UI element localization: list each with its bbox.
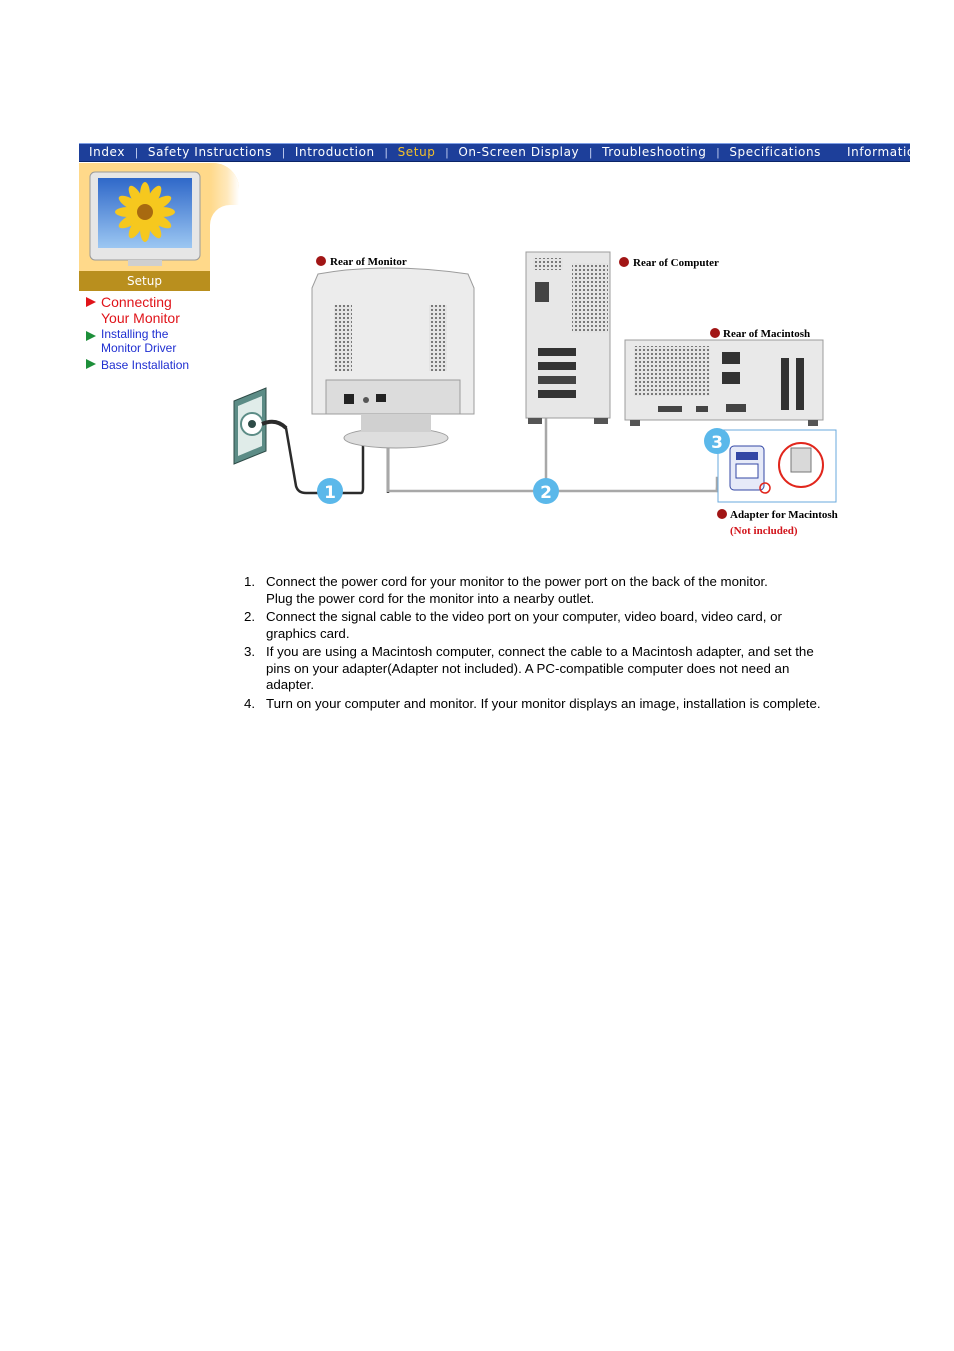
menu-item-label-line: Monitor Driver [101, 341, 216, 355]
monitor-rear-image [312, 268, 474, 448]
sidebar-item-base-installation[interactable]: Base Installation [86, 358, 216, 372]
step-badge-number: 2 [540, 483, 552, 503]
instruction-text: graphics card. [266, 626, 894, 643]
instruction-text: Plug the power cord for the monitor into… [266, 591, 894, 608]
step-badge-number: 3 [711, 433, 723, 453]
instruction-item: 1. Connect the power cord for your monit… [244, 574, 894, 607]
setup-instructions-list: 1. Connect the power cord for your monit… [244, 574, 894, 714]
wall-outlet-image [234, 388, 286, 464]
nav-information[interactable]: Information [831, 144, 933, 161]
label-rear-of-computer: Rear of Computer [633, 257, 719, 269]
instruction-text: adapter. [266, 677, 894, 694]
sidebar-item-installing-monitor-driver[interactable]: Installing the Monitor Driver [86, 327, 216, 355]
macintosh-rear-image [625, 340, 823, 426]
bullet-icon [619, 257, 629, 267]
mac-adapter-inset-image [718, 430, 836, 502]
triangle-arrow-icon [86, 297, 96, 307]
instruction-text: If you are using a Macintosh computer, c… [266, 644, 894, 661]
instruction-item: 3. If you are using a Macintosh computer… [244, 644, 894, 694]
bullet-icon [316, 256, 326, 266]
step-badge-1: 1 [317, 478, 343, 504]
nav-specifications[interactable]: Specifications [719, 144, 831, 161]
nav-introduction[interactable]: Introduction [285, 144, 385, 161]
sidebar-item-connecting-your-monitor[interactable]: Connecting Your Monitor [86, 294, 216, 326]
connection-diagram: Rear of Monitor Rear of Computer Rear of… [226, 248, 876, 548]
label-rear-of-monitor: Rear of Monitor [330, 256, 407, 268]
pc-rear-image [526, 252, 610, 424]
triangle-arrow-icon [86, 359, 96, 369]
bullet-icon [717, 509, 727, 519]
instruction-number: 1. [244, 574, 255, 591]
sidebar-menu: Connecting Your Monitor Installing the M… [86, 294, 216, 375]
sidebar-section-label: Setup [79, 271, 210, 291]
menu-item-label-line: Base Installation [101, 358, 216, 372]
label-rear-of-macintosh: Rear of Macintosh [723, 328, 810, 340]
instruction-text: Connect the power cord for your monitor … [266, 574, 894, 591]
step-badge-2: 2 [533, 478, 559, 504]
bullet-icon [710, 328, 720, 338]
nav-on-screen-display[interactable]: On-Screen Display [448, 144, 589, 161]
triangle-arrow-icon [86, 331, 96, 341]
label-not-included: (Not included) [730, 525, 798, 537]
label-adapter-for-macintosh: Adapter for Macintosh [730, 509, 838, 521]
menu-item-label-line: Your Monitor [101, 310, 216, 326]
step-badge-3: 3 [704, 428, 730, 454]
instruction-text: pins on your adapter(Adapter not include… [266, 661, 894, 678]
nav-index[interactable]: Index [79, 144, 135, 161]
instruction-text: Turn on your computer and monitor. If yo… [266, 696, 894, 713]
nav-setup[interactable]: Setup [388, 144, 446, 161]
nav-safety-instructions[interactable]: Safety Instructions [138, 144, 282, 161]
menu-item-label-line: Connecting [101, 294, 216, 310]
instruction-item: 4. Turn on your computer and monitor. If… [244, 696, 894, 713]
instruction-number: 2. [244, 609, 255, 626]
instruction-number: 3. [244, 644, 255, 661]
nav-troubleshooting[interactable]: Troubleshooting [592, 144, 716, 161]
menu-item-label-line: Installing the [101, 327, 216, 341]
step-badge-number: 1 [324, 483, 336, 503]
instruction-number: 4. [244, 696, 255, 713]
instruction-item: 2. Connect the signal cable to the video… [244, 609, 894, 642]
top-navigation-bar: Index | Safety Instructions | Introducti… [79, 143, 910, 162]
monitor-thumbnail-image [88, 170, 202, 268]
instruction-text: Connect the signal cable to the video po… [266, 609, 894, 626]
